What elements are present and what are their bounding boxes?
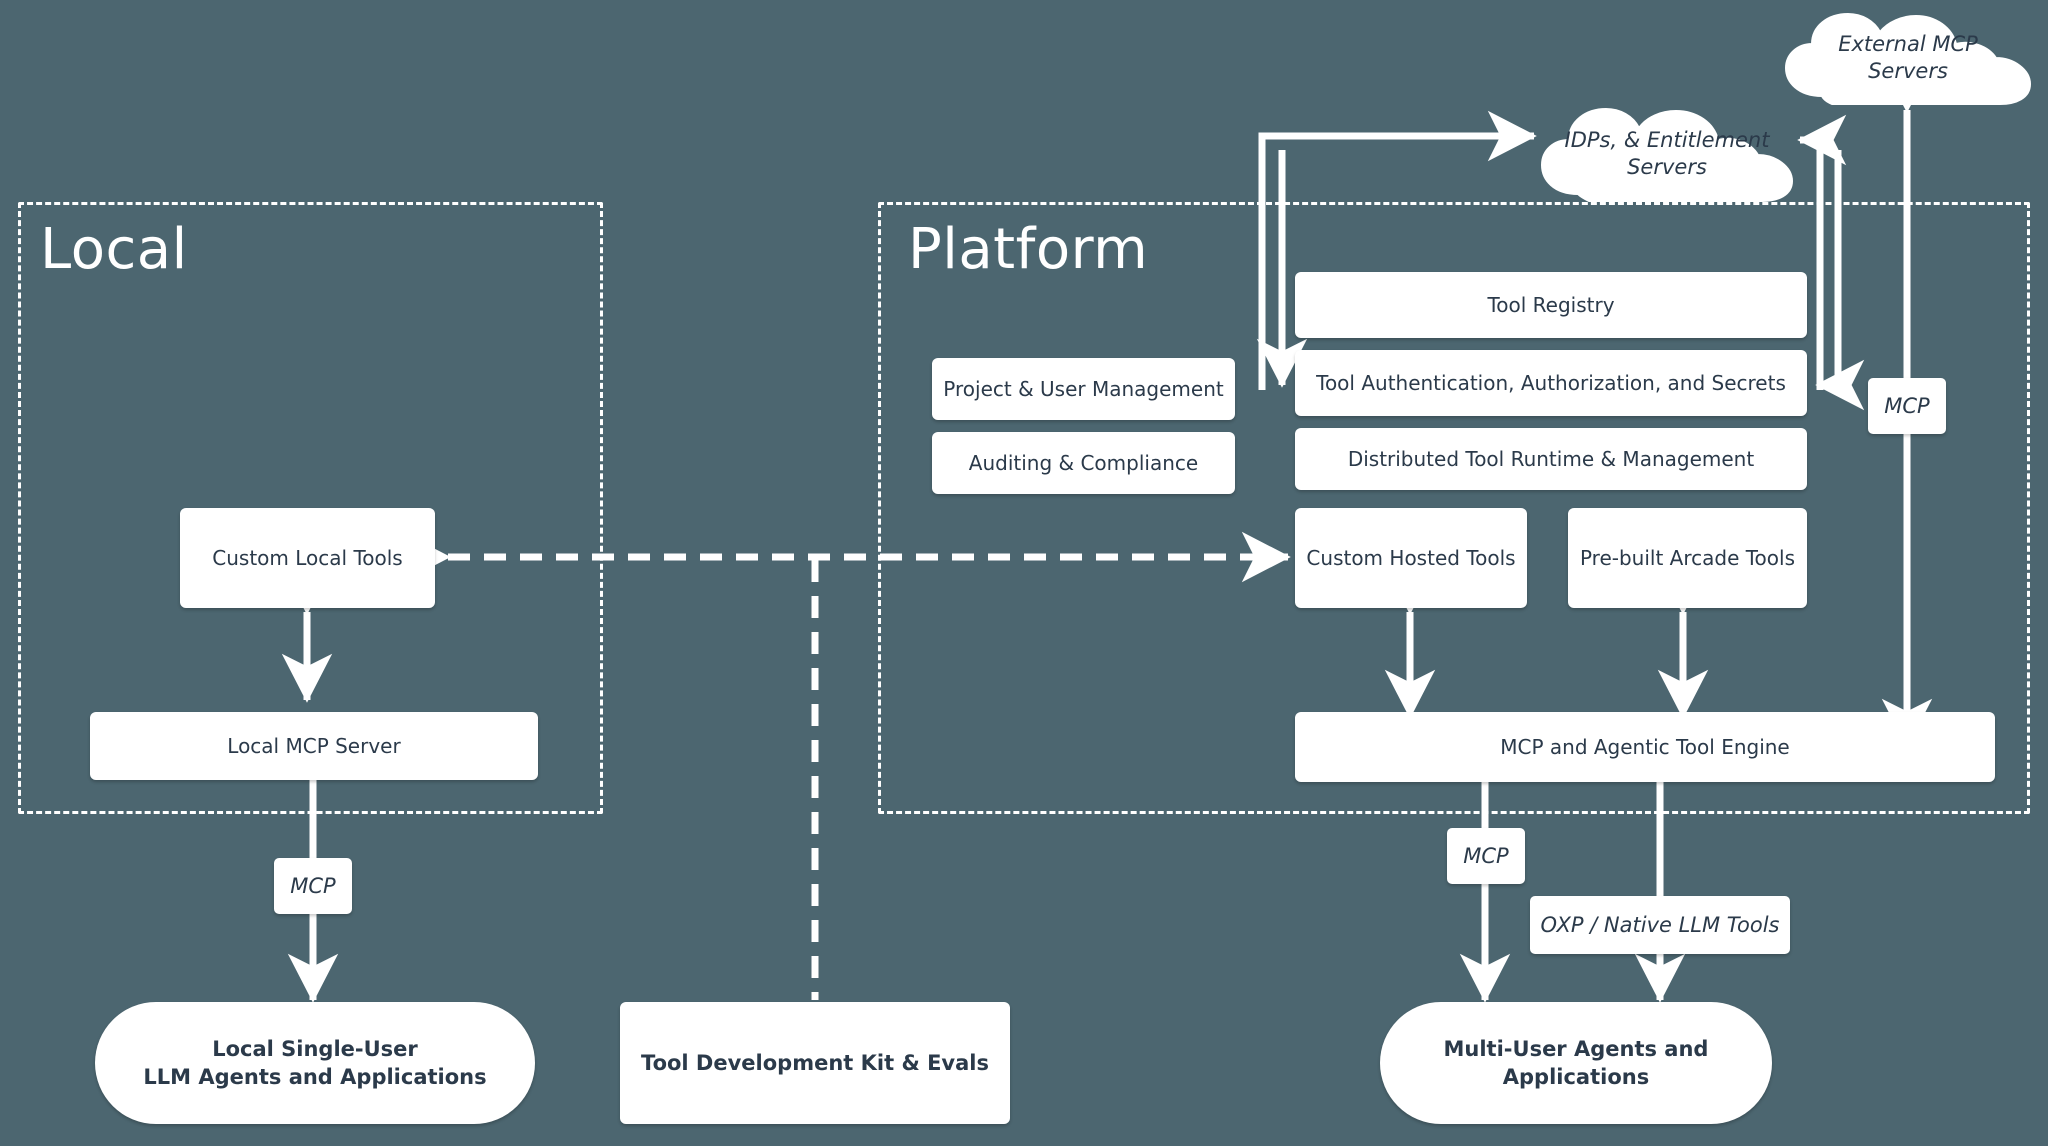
node-tool-registry[interactable]: Tool Registry — [1295, 272, 1807, 338]
node-tool-authentication-authorization-secrets[interactable]: Tool Authentication, Authorization, and … — [1295, 350, 1807, 416]
node-custom-hosted-tools[interactable]: Custom Hosted Tools — [1295, 508, 1527, 608]
node-multi-user-agents-line1: Multi-User Agents and — [1443, 1036, 1709, 1061]
node-auditing-compliance[interactable]: Auditing & Compliance — [932, 432, 1235, 494]
cloud-external-mcp-servers: External MCP Servers — [1778, 6, 2038, 110]
cloud-shape-icon — [1784, 12, 2032, 105]
node-local-agents-line2: LLM Agents and Applications — [143, 1065, 487, 1089]
cloud-shape-icon — [1540, 107, 1794, 202]
node-multi-user-agents-line2: Applications — [1502, 1065, 1650, 1089]
chip-oxp-native-llm-tools: OXP / Native LLM Tools — [1530, 896, 1790, 954]
cloud-idps-entitlement-servers-label: IDPs, & Entitlement Servers — [1564, 127, 1770, 179]
zone-local-title: Local — [40, 217, 188, 282]
node-local-single-user-agents[interactable]: Local Single-User LLM Agents and Applica… — [95, 1002, 535, 1124]
chip-mcp-local: MCP — [274, 858, 352, 914]
node-multi-user-agents[interactable]: Multi-User Agents and Applications — [1380, 1002, 1772, 1124]
node-mcp-agentic-tool-engine[interactable]: MCP and Agentic Tool Engine — [1295, 712, 1995, 782]
node-project-user-management[interactable]: Project & User Management — [932, 358, 1235, 420]
cloud-idps-entitlement-servers: IDPs, & Entitlement Servers — [1534, 100, 1800, 208]
chip-mcp-external: MCP — [1868, 378, 1946, 434]
node-distributed-tool-runtime-management[interactable]: Distributed Tool Runtime & Management — [1295, 428, 1807, 490]
node-tool-development-kit[interactable]: Tool Development Kit & Evals — [620, 1002, 1010, 1124]
node-local-agents-line1: Local Single-User — [212, 1036, 418, 1061]
chip-mcp-platform: MCP — [1447, 828, 1525, 884]
node-local-mcp-server[interactable]: Local MCP Server — [90, 712, 538, 780]
cloud-external-mcp-servers-label: External MCP Servers — [1838, 31, 1978, 83]
zone-platform-title: Platform — [908, 217, 1149, 282]
node-custom-local-tools[interactable]: Custom Local Tools — [180, 508, 435, 608]
node-prebuilt-arcade-tools[interactable]: Pre-built Arcade Tools — [1568, 508, 1807, 608]
